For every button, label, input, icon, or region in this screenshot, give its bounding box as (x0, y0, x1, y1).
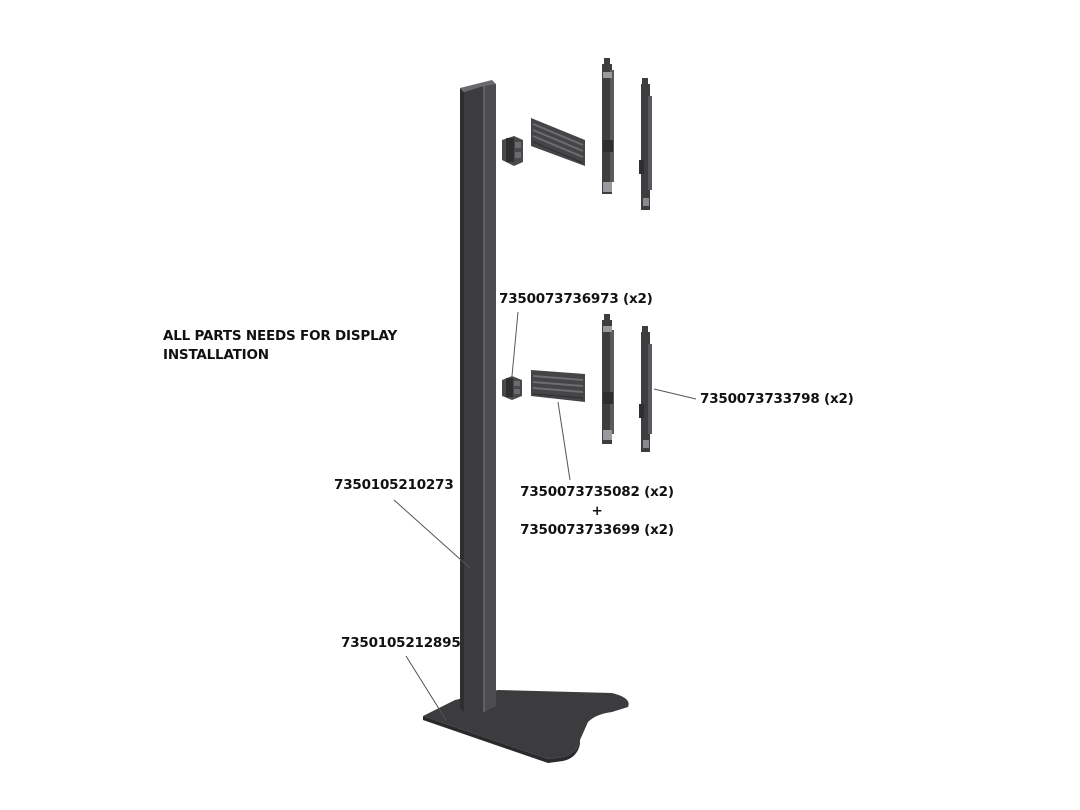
upper-plate (531, 118, 585, 166)
base-plate (423, 690, 629, 763)
label-plate-a: 7350073735082 (x2) (520, 484, 674, 500)
label-column: 7350105210273 (334, 477, 454, 493)
leader-vertical-rails (653, 388, 697, 400)
column-post (460, 80, 496, 712)
lower-vertical-rail-right (639, 326, 652, 452)
lower-vertical-rail-left (602, 314, 614, 444)
leader-base (405, 655, 447, 721)
leader-column (393, 499, 471, 569)
leader-plates (557, 401, 571, 481)
heading-line-1: ALL PARTS NEEDS FOR DISPLAY (163, 328, 398, 344)
label-plate-b: 7350073733699 (x2) (520, 522, 674, 538)
label-plates-group: 7350073735082 (x2) + 7350073733699 (x2) (520, 483, 674, 540)
lower-plate (531, 370, 585, 402)
upper-bracket-small (502, 136, 523, 166)
leader-bracket-small (511, 311, 519, 377)
leader-lines (393, 311, 697, 721)
heading-line-2: INSTALLATION (163, 347, 269, 363)
label-bracket-small: 7350073736973 (x2) (499, 291, 653, 307)
lower-bracket-small (502, 376, 522, 400)
installation-heading: ALL PARTS NEEDS FOR DISPLAY INSTALLATION (163, 327, 397, 365)
upper-vertical-rail-left (602, 58, 614, 194)
upper-vertical-rail-right (639, 78, 652, 210)
label-base: 7350105212895 (341, 635, 461, 651)
label-plus: + (591, 503, 603, 519)
label-vertical-rails: 7350073733798 (x2) (700, 391, 854, 407)
